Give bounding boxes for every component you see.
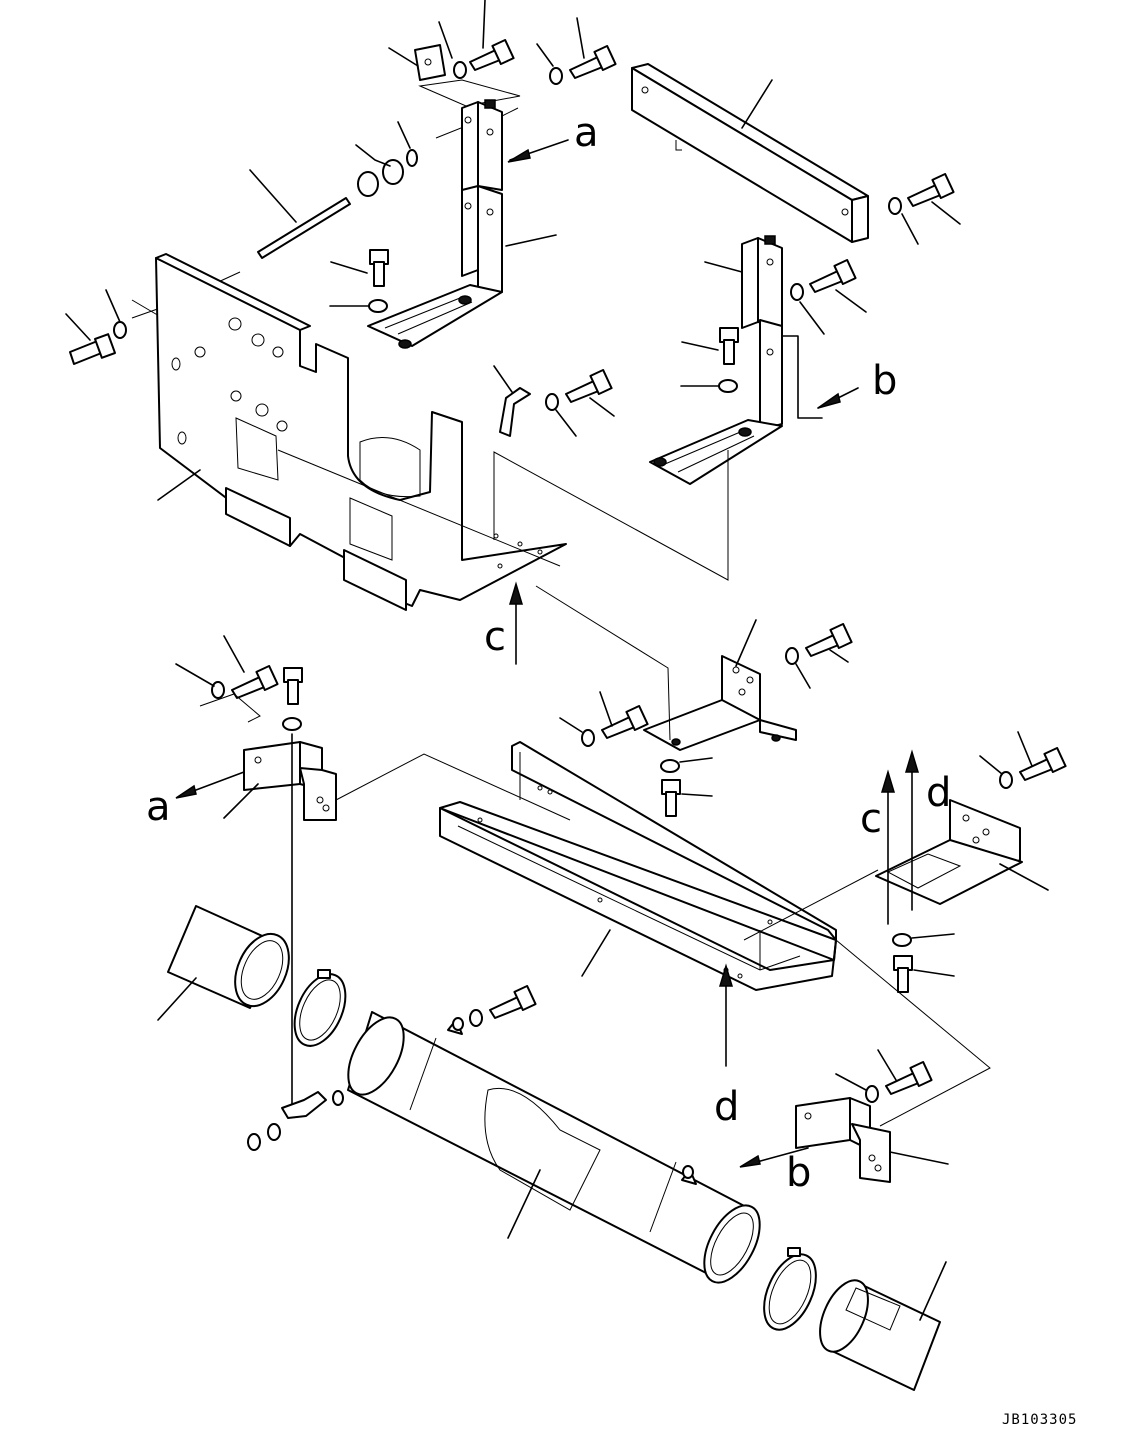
hose-clamp-right (763, 1247, 817, 1331)
rear-cross-plate (631, 63, 869, 243)
hanger-bracket (247, 1090, 344, 1151)
exhaust-pipe-left (167, 905, 290, 1009)
washer-icon (660, 759, 680, 773)
bolt-icon (893, 955, 913, 993)
washer-icon (790, 283, 804, 301)
top-bracket-plate (414, 44, 446, 81)
drawing-code: JB103305 (1002, 1412, 1077, 1428)
washer-icon (892, 933, 912, 947)
long-rod (257, 197, 351, 259)
washer-icon (545, 393, 559, 411)
bolt-icon (231, 664, 279, 699)
upright-bracket-b (649, 235, 783, 485)
washer-icon (368, 299, 388, 313)
bolt-icon (565, 368, 613, 403)
washer-icon (999, 771, 1013, 789)
bracket-a (243, 741, 337, 821)
washer-icon (282, 717, 302, 731)
flexible-exhaust-pipe (347, 1011, 761, 1284)
bolt-icon (1019, 746, 1067, 781)
bolt-icon (719, 327, 739, 365)
washer-icon (549, 67, 563, 85)
bolt-icon (809, 258, 857, 293)
callout-b-bottom: b (786, 1150, 811, 1196)
long-tray (439, 741, 837, 991)
callout-a-left: a (146, 784, 171, 830)
callout-b-top: b (872, 358, 897, 404)
callout-d-right: d (926, 770, 951, 816)
bolt-icon (601, 704, 649, 739)
bolt-icon (805, 622, 853, 657)
washer-icon (469, 1009, 483, 1027)
bolt-icon (369, 249, 389, 287)
bolt-icon (907, 172, 955, 207)
callout-d-bottom: d (714, 1084, 739, 1130)
washer-icon (211, 681, 225, 699)
bolt-icon (885, 1060, 933, 1095)
bolt-icon (489, 984, 537, 1019)
bracket-b (795, 1097, 891, 1183)
nut-pair-icon (357, 159, 404, 197)
washer-icon (785, 647, 799, 665)
tray-mount-bracket (643, 655, 797, 751)
washer-icon (888, 197, 902, 215)
pipe-clamp-bolt (447, 1017, 697, 1185)
callout-c-top: c (484, 614, 506, 660)
bolt-icon (469, 38, 515, 71)
bolt-icon (569, 44, 617, 79)
washer-icon (718, 379, 738, 393)
upright-bracket-a (367, 99, 503, 349)
bolt-icon (283, 667, 303, 705)
washer-icon (453, 61, 467, 79)
main-side-frame (155, 253, 567, 611)
hose-clamp-left (293, 969, 347, 1047)
exhaust-pipe-right (819, 1279, 941, 1391)
washer-icon (581, 729, 595, 747)
callout-a-top: a (574, 110, 599, 156)
bolt-icon (661, 779, 681, 817)
washer-icon (406, 149, 418, 167)
callout-c-right: c (860, 796, 882, 842)
small-clamp-bracket (499, 387, 531, 437)
washer-icon (865, 1085, 879, 1103)
